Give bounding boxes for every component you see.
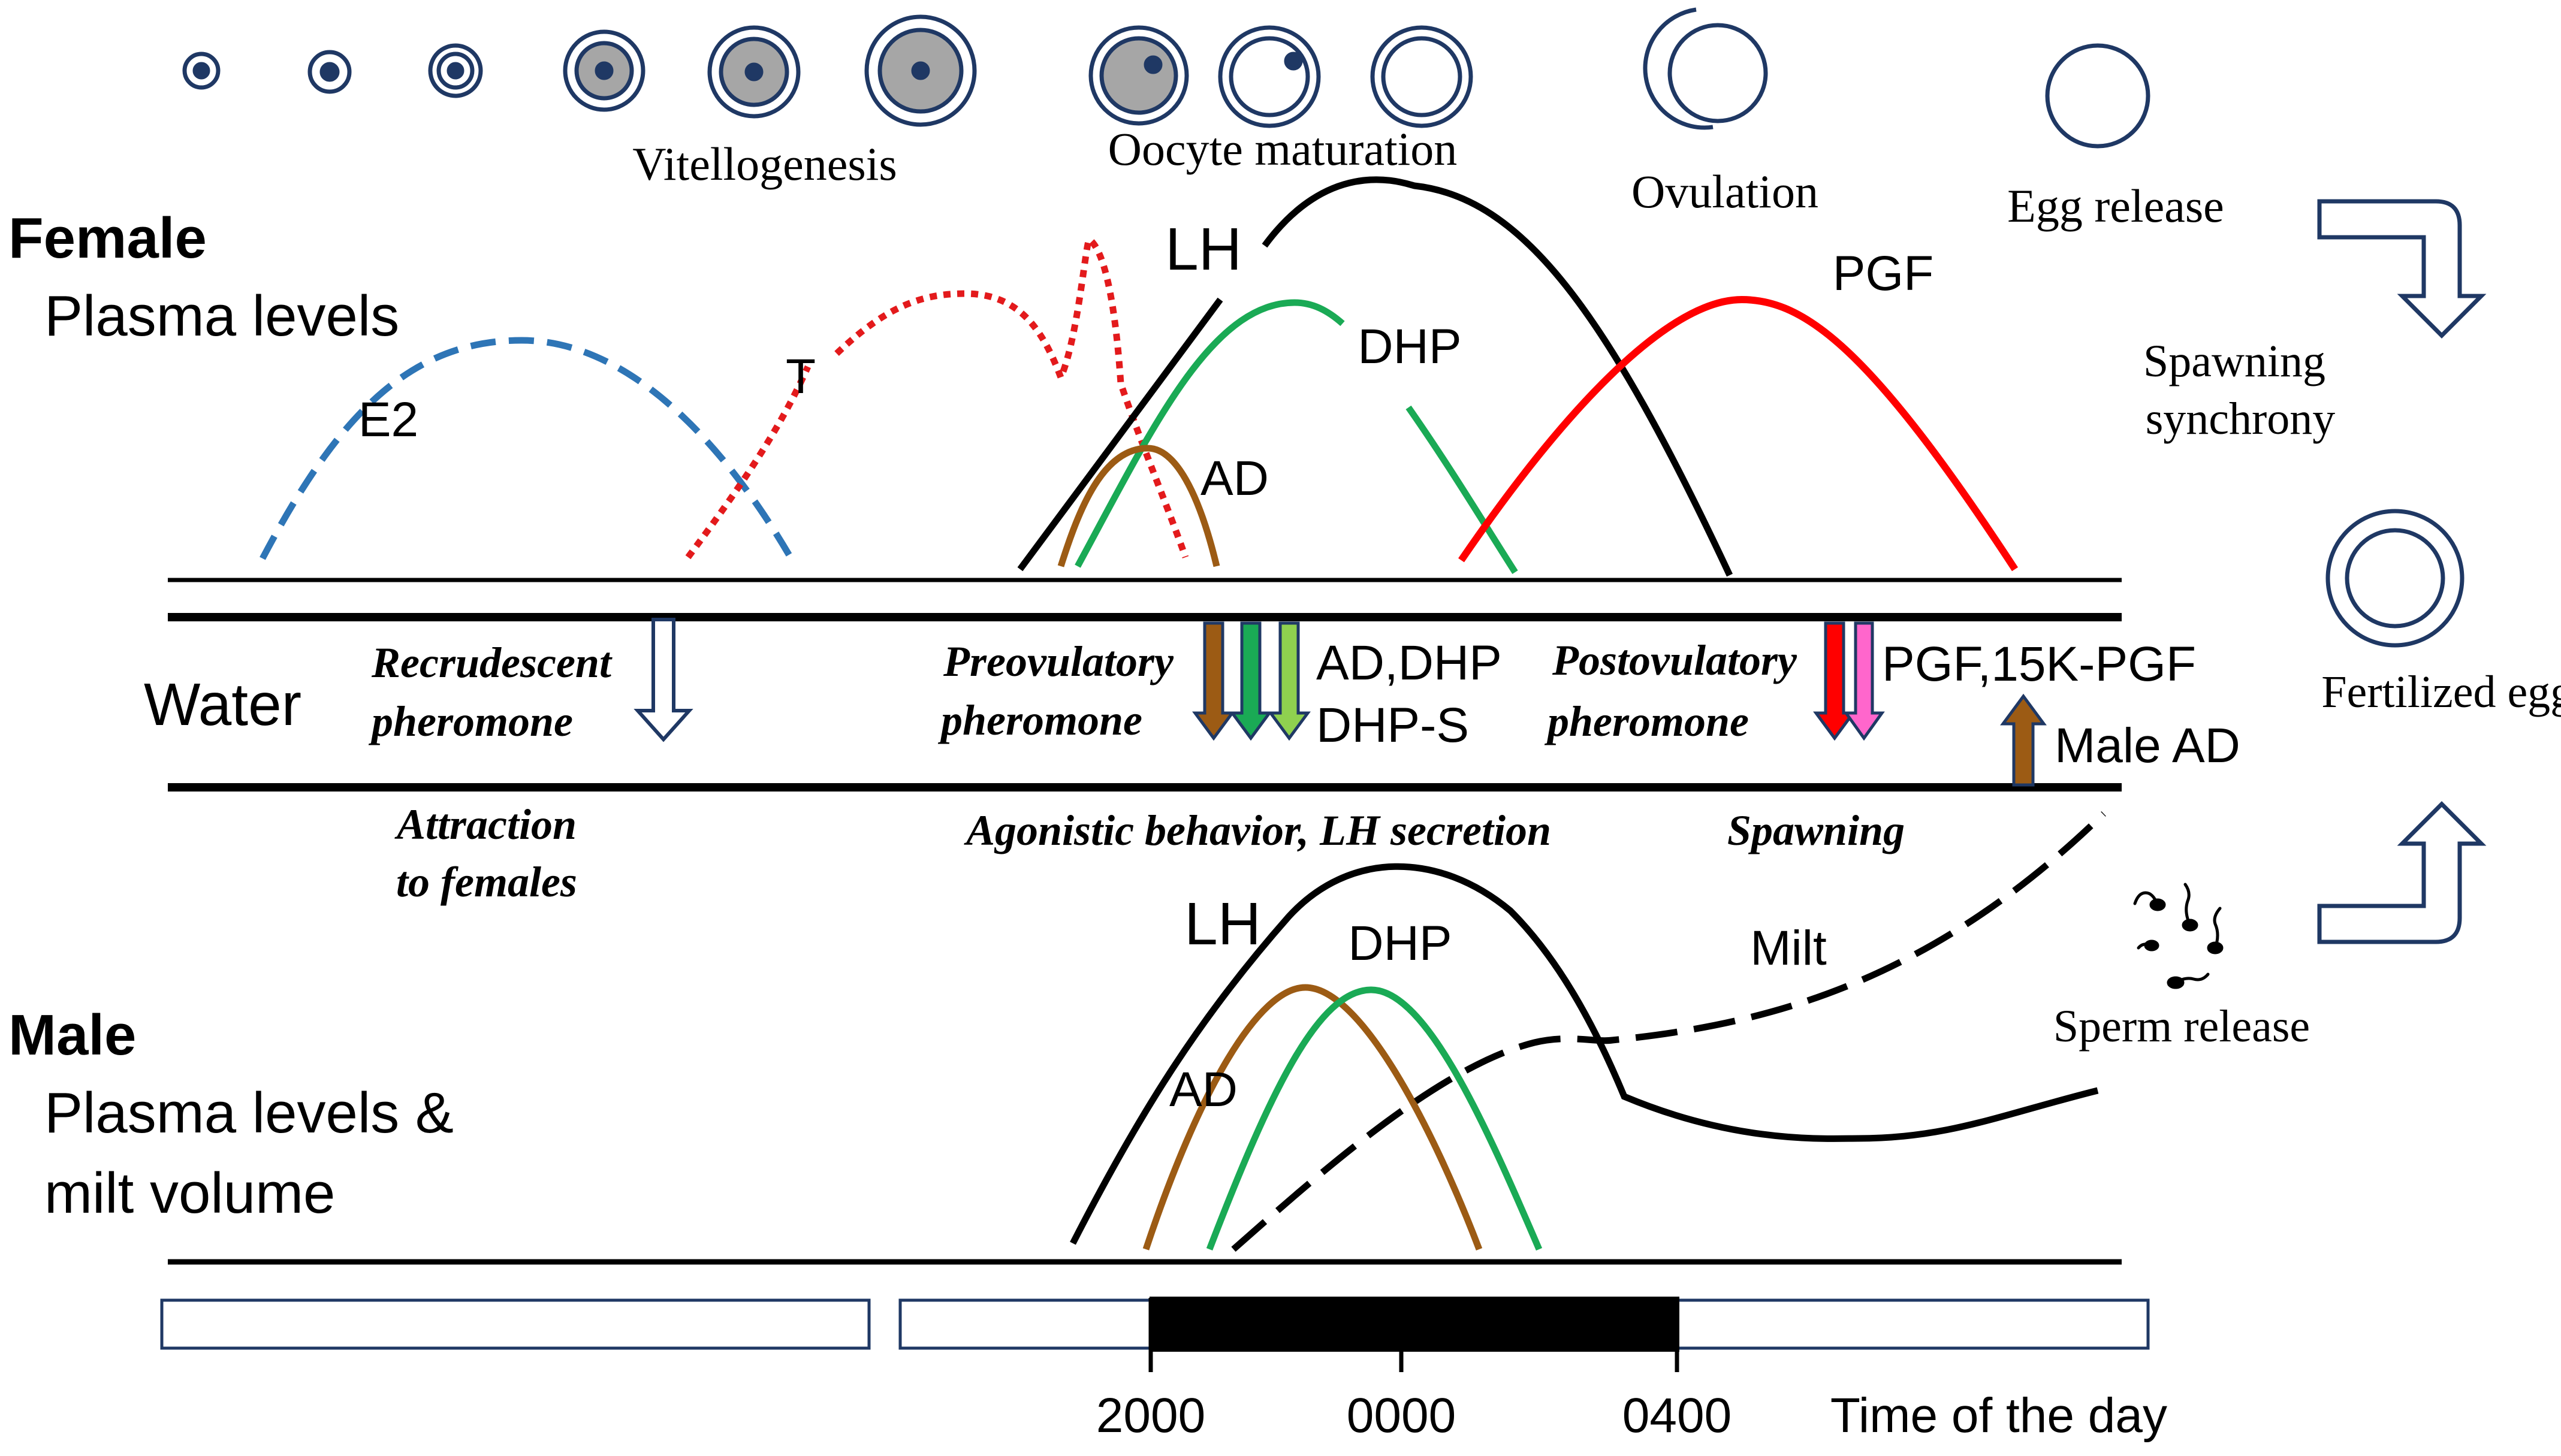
female-lh-label: LH	[1165, 216, 1242, 283]
dhp-s-down-arrow-icon	[1268, 621, 1311, 741]
male-ad-label-curve: AD	[1169, 1062, 1238, 1117]
preovulatory-pheromone-label-2: pheromone	[937, 696, 1142, 744]
male-dhp-label: DHP	[1348, 916, 1452, 971]
sperm-icon	[2133, 883, 2224, 989]
postovulatory-arrows	[1813, 621, 1885, 741]
attraction-label-2: to females	[396, 858, 577, 906]
day-period-bar-left	[160, 1298, 871, 1350]
ad-down-arrow-icon	[1192, 621, 1235, 741]
oocyte-stage-4-icon	[563, 29, 645, 112]
preovulatory-compounds-1: AD,DHP	[1316, 636, 1502, 690]
oocyte-stage-3-icon	[428, 43, 483, 98]
ovulation-egg-icon	[1643, 7, 1768, 130]
fertilization-up-arrow-icon	[2317, 801, 2487, 944]
female-e2-curve	[260, 337, 794, 560]
female-pgf-curve	[1458, 295, 2019, 572]
oocyte-maturing-2-icon	[1218, 25, 1321, 128]
male-lh-curve	[1070, 863, 2099, 1245]
tick-label-0000: 0000	[1347, 1388, 1456, 1443]
tick-label-2000: 2000	[1096, 1388, 1205, 1443]
female-pgf-label: PGF	[1833, 246, 1934, 301]
recrudescent-pheromone-label-2: pheromone	[368, 697, 573, 745]
oocyte-maturation-label: Oocyte maturation	[1108, 123, 1458, 175]
spawning-label: Spawning	[1727, 806, 1905, 854]
water-label: Water	[144, 671, 301, 738]
male-ad-label: Male AD	[2055, 718, 2240, 773]
female-lh-curve-rise	[1017, 297, 1223, 572]
oocyte-stage-5-icon	[707, 25, 801, 119]
pgf-down-arrow-icon	[1813, 621, 1856, 741]
tick-label-0400: 0400	[1622, 1388, 1732, 1443]
attraction-label-1: Attraction	[394, 801, 577, 848]
female-lh-curve-main	[1262, 176, 1733, 577]
female-ad-label: AD	[1200, 451, 1269, 506]
male-ad-curve	[1142, 984, 1483, 1250]
male-heading: Male	[8, 1003, 136, 1067]
female-t-label: T	[786, 349, 816, 404]
male-milt-label: Milt	[1750, 921, 1827, 975]
recrudescent-down-arrow-icon	[634, 618, 693, 742]
female-ad-curve	[1057, 445, 1220, 567]
sperm-release-label: Sperm release	[2053, 1001, 2310, 1052]
female-heading: Female	[8, 206, 207, 270]
female-dhp-curve	[1075, 299, 1518, 574]
male-curves	[1070, 811, 2106, 1252]
oocyte-stage-6-icon	[864, 14, 977, 127]
postovulatory-pheromone-label-2: pheromone	[1544, 697, 1749, 745]
male-dhp-curve	[1206, 986, 1543, 1251]
oocyte-maturing-3-icon	[1370, 25, 1473, 128]
agonistic-behavior-label: Agonistic behavior, LH secretion	[964, 806, 1551, 854]
spawning-synchrony-label-2: synchrony	[2146, 394, 2336, 444]
female-e2-label: E2	[358, 392, 418, 447]
postovulatory-pheromone-label-1: Postovulatory	[1552, 636, 1797, 684]
released-egg-icon	[2045, 43, 2150, 149]
ovulation-label: Ovulation	[1631, 165, 1818, 218]
male-lh-label: LH	[1184, 890, 1261, 957]
night-period-bar	[1150, 1297, 1679, 1352]
male-ad-up-arrow-icon	[2000, 693, 2047, 787]
fertilized-eggs-label: Fertilized eggs	[2321, 667, 2561, 717]
oocyte-maturing-1-icon	[1088, 25, 1189, 126]
vitellogenesis-label: Vitellogenesis	[632, 138, 897, 190]
preovulatory-arrows	[1192, 621, 1311, 741]
female-subheading: Plasma levels	[44, 284, 399, 348]
egg-release-label: Egg release	[2007, 180, 2224, 232]
15k-pgf-down-arrow-icon	[1843, 621, 1885, 741]
male-subheading-1: Plasma levels &	[44, 1081, 454, 1145]
oocyte-stage-1-icon	[182, 52, 221, 90]
fertilized-egg-icon	[2325, 509, 2465, 648]
spawning-synchrony-down-arrow-icon	[2317, 199, 2487, 339]
dhp-down-arrow-icon	[1229, 621, 1272, 741]
preovulatory-pheromone-label-1: Preovulatory	[943, 638, 1174, 685]
oocyte-icons	[182, 7, 2465, 648]
female-dhp-label: DHP	[1358, 319, 1461, 374]
oocyte-stage-2-icon	[307, 50, 352, 94]
postovulatory-compounds: PGF,15K-PGF	[1882, 637, 2196, 691]
recrudescent-pheromone-label-1: Recrudescent	[371, 639, 613, 687]
female-curves	[260, 176, 2019, 577]
preovulatory-compounds-2: DHP-S	[1316, 698, 1469, 753]
male-milt-curve	[1231, 811, 2106, 1252]
male-subheading-2: milt volume	[44, 1161, 335, 1225]
spawning-synchrony-label-1: Spawning	[2143, 336, 2325, 386]
time-of-day-label: Time of the day	[1830, 1388, 2167, 1443]
